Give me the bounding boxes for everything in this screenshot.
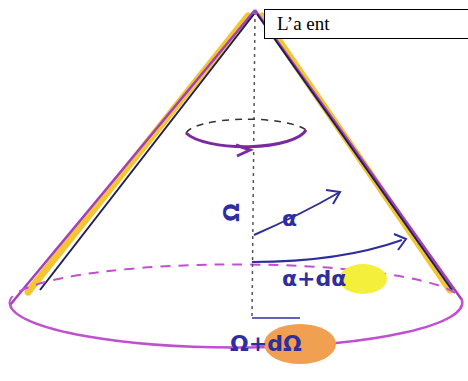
note-box: L’a ent	[264, 9, 468, 39]
cone-axis	[252, 12, 255, 318]
angle-arc	[254, 192, 340, 235]
angle-arc	[252, 240, 402, 262]
angle-label: α+dα	[282, 266, 346, 291]
solid-angle-label: Ω	[219, 203, 244, 222]
generatrix	[257, 14, 452, 290]
cone-edge	[255, 10, 462, 300]
circle-front	[186, 130, 306, 147]
angle-label: α	[282, 206, 297, 231]
base-back	[10, 264, 462, 305]
solid-angle-label: Ω+dΩ	[230, 331, 302, 356]
arrowhead	[326, 190, 340, 204]
radius-line	[252, 317, 300, 319]
generatrix	[40, 14, 254, 290]
circle-back	[186, 119, 306, 133]
arrowhead	[394, 234, 406, 250]
note-text: L’a ent	[271, 13, 336, 35]
cone-edge	[10, 10, 255, 305]
arrowhead	[236, 145, 250, 156]
